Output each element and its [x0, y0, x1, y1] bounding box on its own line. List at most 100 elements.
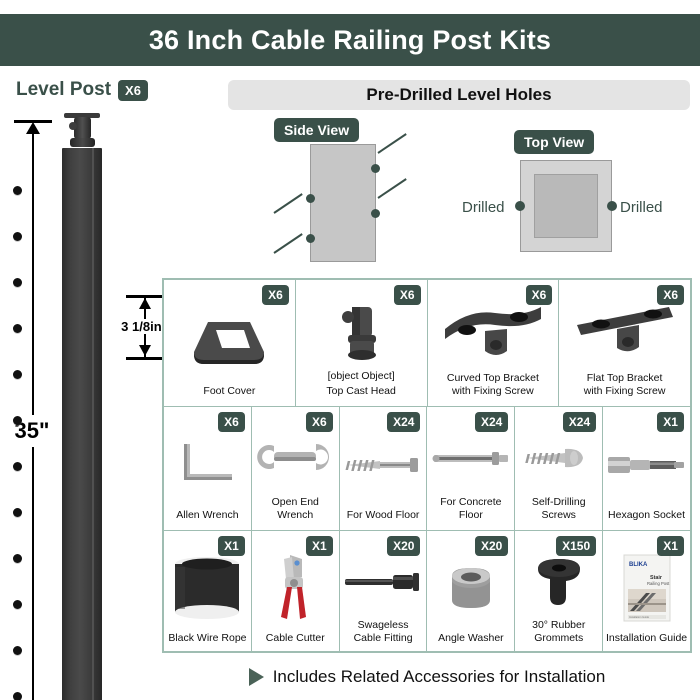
post-hole [13, 232, 22, 241]
accessory-label: Swageless Cable Fitting [353, 618, 413, 644]
rubber-grommet-icon [515, 531, 602, 619]
hexagon-socket-icon [603, 407, 690, 509]
svg-text:BLIKA: BLIKA [629, 562, 648, 568]
side-view-tag: Side View [274, 118, 360, 142]
accessory-label: Open End Wrench [271, 495, 319, 521]
top-view-hole-dot-left [515, 201, 525, 211]
accessory-label: Angle Washer [438, 631, 504, 644]
level-post-label-text: Level Post [16, 79, 112, 100]
footer-text: Includes Related Accessories for Install… [272, 667, 606, 686]
side-view-leader-line [273, 233, 303, 254]
height-dimension-cap-top [14, 120, 52, 123]
allen-wrench-icon [164, 407, 251, 509]
accessory-cell-installation-guide: X1 BLIKA Stair Railing Post Installation [603, 531, 690, 653]
post-hole [13, 554, 22, 563]
side-view-leader-line [377, 178, 407, 199]
svg-text:Installation Guide: Installation Guide [629, 616, 650, 620]
page-title: 36 Inch Cable Railing Post Kits [148, 24, 552, 55]
post-body [62, 148, 102, 700]
accessory-label: Installation Guide [605, 631, 688, 644]
accessory-label: [object Object] [327, 369, 395, 382]
side-view-diagram: Side View [268, 118, 428, 278]
post-hole [13, 600, 22, 609]
cast-head-neck [74, 117, 91, 139]
accessory-cell-top-cast-head: X6 [object Object] Top Cast Head [296, 280, 428, 406]
accessory-label: Top Cast Head [326, 384, 396, 397]
accessory-cell-flat-top-bracket: X6 Flat Top Bracket with Fixing Screw [559, 280, 690, 406]
qty-badge: X6 [305, 412, 333, 432]
level-post-qty-badge: X6 [118, 79, 148, 101]
top-view-tag: Top View [514, 130, 595, 154]
qty-badge: X24 [562, 412, 597, 432]
accessory-cell-hexagon-socket: X1 Hexagon Socket [603, 407, 690, 530]
accessory-cell-rubber-grommet: X150 30° Rubber Grommets [515, 531, 604, 653]
installation-guide-icon: BLIKA Stair Railing Post Installation Gu… [603, 531, 690, 632]
qty-badge: X150 [556, 536, 597, 556]
open-end-wrench-icon [252, 407, 339, 496]
qty-badge: X24 [387, 412, 421, 432]
top-view-right-label: Drilled [620, 199, 663, 216]
top-cast-head-icon [296, 280, 427, 370]
qty-badge: X6 [657, 285, 684, 305]
height-dimension-line [32, 124, 34, 700]
accessory-label: For Wood Floor [346, 508, 420, 521]
qty-badge: X6 [393, 285, 421, 305]
level-post-illustration: 35" 3 1/8inch [0, 110, 192, 700]
swageless-fitting-icon [340, 531, 427, 619]
side-view-post-section [310, 144, 376, 262]
angle-washer-icon [427, 531, 514, 632]
accessory-label: Allen Wrench [176, 508, 239, 521]
post-hole [13, 416, 22, 425]
pre-drilled-banner-text: Pre-Drilled Level Holes [366, 85, 552, 104]
cast-head-plate [64, 113, 100, 118]
post-hole [13, 186, 22, 195]
hole-spacing-arrow-top-icon [139, 298, 151, 309]
accessory-cell-swageless-fitting: X20 Swageless Cable Fitting [340, 531, 428, 653]
accessory-label: Self-Drilling Screws [531, 495, 586, 521]
top-view-left-label: Drilled [462, 199, 505, 216]
hole-spacing-arrow-bottom-icon [139, 345, 151, 356]
post-hole [13, 324, 22, 333]
qty-badge: X6 [262, 285, 289, 305]
post-height-label: 35" [0, 415, 64, 447]
cast-head-knob [69, 122, 77, 130]
triangle-bullet-icon [248, 668, 264, 686]
post-hole [13, 646, 22, 655]
top-view-diagram: Top View Drilled Drilled [462, 130, 663, 280]
post-hole [13, 370, 22, 379]
accessories-row: X1 Black Wire Rope X1 [164, 530, 690, 653]
post-hole [13, 462, 22, 471]
side-view-leader-line [273, 193, 303, 214]
header-bar: 36 Inch Cable Railing Post Kits [0, 14, 700, 66]
accessory-cell-black-wire-rope: X1 Black Wire Rope [164, 531, 252, 653]
accessory-cell-foot-cover: X6 Foot Cover [164, 280, 296, 406]
accessories-grid: X6 Foot Cover X6 [162, 278, 692, 653]
side-view-hole-dot [306, 194, 315, 203]
accessory-label: Cable Cutter [265, 631, 325, 644]
accessory-cell-wood-screw: X24 [340, 407, 428, 530]
wire-rope-spool-icon [164, 531, 251, 632]
side-view-hole-dot [371, 209, 380, 218]
accessory-label: Curved Top Bracket with Fixing Screw [446, 371, 539, 397]
qty-badge: X6 [218, 412, 245, 432]
accessory-label: 30° Rubber Grommets [532, 618, 586, 644]
accessories-row: X6 Allen Wrench X6 [164, 406, 690, 530]
post-top-cast-head-art [62, 110, 102, 150]
top-view-post-outline [520, 160, 612, 252]
qty-badge: X1 [218, 536, 245, 556]
accessory-cell-angle-washer: X20 Angle Washer [427, 531, 516, 653]
concrete-anchor-icon [427, 407, 514, 496]
qty-badge: X20 [387, 536, 421, 556]
accessory-cell-cable-cutter: X1 Cable Cutter [252, 531, 340, 653]
post-hole [13, 692, 22, 700]
accessory-cell-curved-top-bracket: X6 Curved Top Bracket with Fixing Screw [428, 280, 560, 406]
post-hole [13, 278, 22, 287]
accessory-label: Foot Cover [203, 384, 256, 397]
side-view-leader-line [377, 133, 407, 154]
accessory-cell-allen-wrench: X6 Allen Wrench [164, 407, 252, 530]
top-view-post-inner [534, 174, 598, 238]
qty-badge: X1 [657, 412, 684, 432]
side-view-hole-dot [371, 164, 380, 173]
level-post-section-label: Level Post X6 [16, 79, 148, 101]
